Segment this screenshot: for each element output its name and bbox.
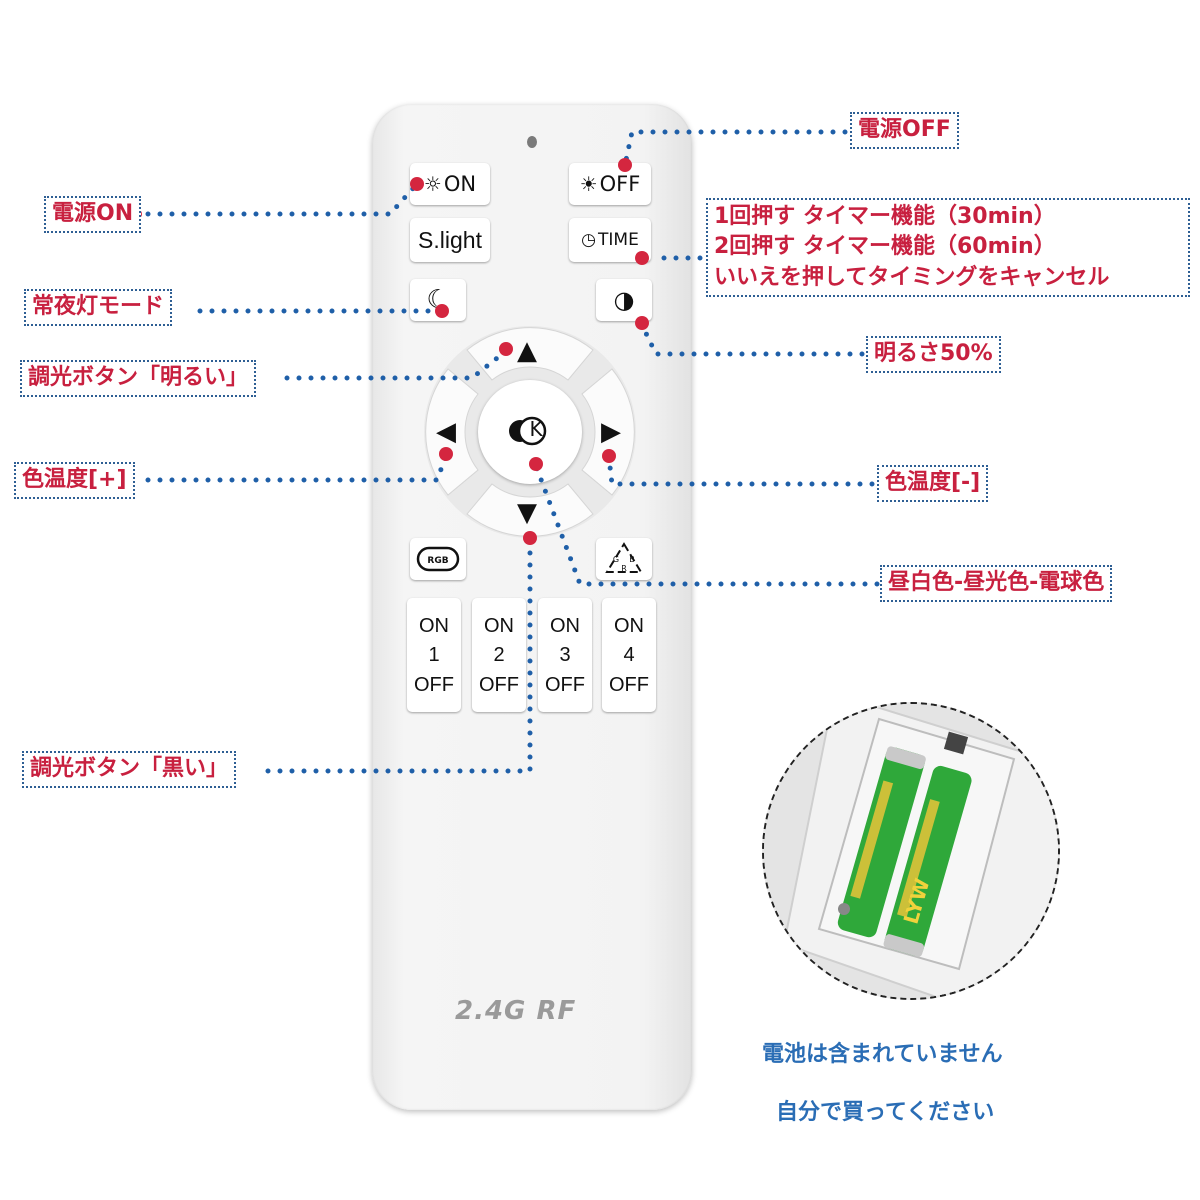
slight-button[interactable]: S.light bbox=[410, 218, 490, 262]
slight-button-label: S.light bbox=[418, 226, 482, 253]
marker-dot bbox=[635, 316, 649, 330]
leader-power-off bbox=[622, 129, 848, 168]
zone-number: 1 bbox=[428, 644, 440, 666]
zone-off-label: OFF bbox=[545, 673, 585, 696]
recycle-triangle-icon: G B R bbox=[605, 542, 643, 573]
battery-note-line-2: 自分で買ってください bbox=[776, 1100, 995, 1125]
timer-button-label: TIME bbox=[598, 230, 639, 250]
rgb-button-label: RGB bbox=[427, 556, 448, 566]
zone-on-label: ON bbox=[550, 614, 580, 637]
zone-off-label: OFF bbox=[479, 673, 519, 696]
down-arrow-icon: ▼ bbox=[517, 498, 537, 528]
marker-dot bbox=[439, 447, 453, 461]
zone-off-label: OFF bbox=[609, 673, 649, 696]
cycle-letter-r: R bbox=[621, 564, 627, 573]
leader-dim-up bbox=[284, 348, 509, 381]
cycle-letter-g: G bbox=[613, 555, 619, 564]
timer-line-3: いいえを押してタイミングをキャンセル bbox=[714, 264, 1110, 290]
battery-note-line-1: 電池は含まれていません bbox=[762, 1042, 1003, 1067]
zone-2-button[interactable]: ON 2 OFF bbox=[472, 598, 526, 712]
callout-color-temp-minus: 色温度[-] bbox=[877, 465, 989, 502]
timer-line-2: 2回押す タイマー機能（60min） bbox=[714, 234, 1056, 260]
sun-filled-icon: ☀ bbox=[579, 172, 598, 196]
marker-dot bbox=[635, 251, 649, 265]
zone-3-button[interactable]: ON 3 OFF bbox=[538, 598, 592, 712]
k-temperature-label: K bbox=[529, 417, 543, 441]
zone-1-button[interactable]: ON 1 OFF bbox=[407, 598, 461, 712]
off-button-label: OFF bbox=[599, 172, 641, 196]
callout-brightness-50: 明るさ50% bbox=[866, 336, 1001, 373]
timer-line-1: 1回押す タイマー機能（30min） bbox=[714, 204, 1056, 229]
zone-number: 2 bbox=[493, 644, 505, 666]
left-arrow-icon: ◀ bbox=[436, 417, 456, 447]
leader-temp-plus bbox=[145, 453, 449, 483]
callout-timer: 1回押す タイマー機能（30min） 2回押す タイマー機能（60min） いい… bbox=[706, 198, 1190, 298]
clock-icon: ◷ bbox=[581, 230, 597, 250]
zone-4-button[interactable]: ON 4 OFF bbox=[602, 598, 656, 712]
brightness-50-button[interactable]: ◑ bbox=[596, 279, 652, 321]
dpad-down-segment[interactable] bbox=[466, 483, 594, 537]
color-cycle-button[interactable]: G B R bbox=[596, 538, 652, 580]
k-temperature-icon bbox=[509, 416, 547, 446]
zone-on-label: ON bbox=[484, 614, 514, 637]
leader-power-on bbox=[145, 181, 420, 217]
marker-dot bbox=[618, 158, 632, 172]
sun-outline-icon: ☼ bbox=[423, 172, 442, 196]
off-button[interactable]: ☀ OFF bbox=[569, 163, 651, 205]
up-arrow-icon: ▲ bbox=[517, 336, 537, 366]
indicator-led bbox=[527, 136, 537, 148]
zone-off-label: OFF bbox=[414, 673, 454, 696]
marker-dot bbox=[435, 304, 449, 318]
marker-dot bbox=[410, 177, 424, 191]
dpad-up-segment[interactable] bbox=[466, 327, 594, 381]
marker-dot bbox=[529, 457, 543, 471]
callout-power-off: 電源OFF bbox=[850, 112, 959, 149]
callout-color-temp-plus: 色温度[+] bbox=[14, 462, 135, 499]
zone-number: 3 bbox=[559, 644, 571, 666]
callout-dim-up: 調光ボタン「明るい」 bbox=[20, 360, 257, 397]
marker-dot bbox=[523, 531, 537, 545]
leader-temp-minus bbox=[606, 455, 875, 487]
cycle-letter-b: B bbox=[629, 555, 635, 564]
callout-dim-down: 調光ボタン「黒い」 bbox=[22, 751, 237, 788]
marker-dot bbox=[602, 449, 616, 463]
marker-dot bbox=[499, 342, 513, 356]
on-button-label: ON bbox=[443, 172, 477, 196]
battery-compartment-inset: LYW bbox=[762, 702, 1060, 1000]
leader-brightness bbox=[639, 322, 865, 357]
zone-on-label: ON bbox=[614, 614, 644, 637]
zone-on-label: ON bbox=[419, 614, 449, 637]
dpad-left-segment[interactable] bbox=[425, 368, 479, 496]
battery-compartment-image: LYW bbox=[764, 704, 1058, 998]
leader-dim-down bbox=[265, 537, 533, 774]
right-arrow-icon: ▶ bbox=[601, 417, 621, 447]
zone-number: 4 bbox=[623, 644, 635, 666]
brand-label: 2.4G RF bbox=[455, 996, 577, 1026]
half-brightness-icon: ◑ bbox=[613, 286, 635, 314]
callout-power-on: 電源ON bbox=[44, 196, 142, 233]
callout-color-cycle: 昼白色-昼光色-電球色 bbox=[880, 565, 1113, 602]
callout-night-mode: 常夜灯モード bbox=[24, 289, 173, 326]
rgb-cycle-icon: RGB bbox=[416, 546, 460, 572]
rgb-button[interactable]: RGB bbox=[410, 538, 466, 580]
dpad-right-segment[interactable] bbox=[581, 368, 635, 496]
